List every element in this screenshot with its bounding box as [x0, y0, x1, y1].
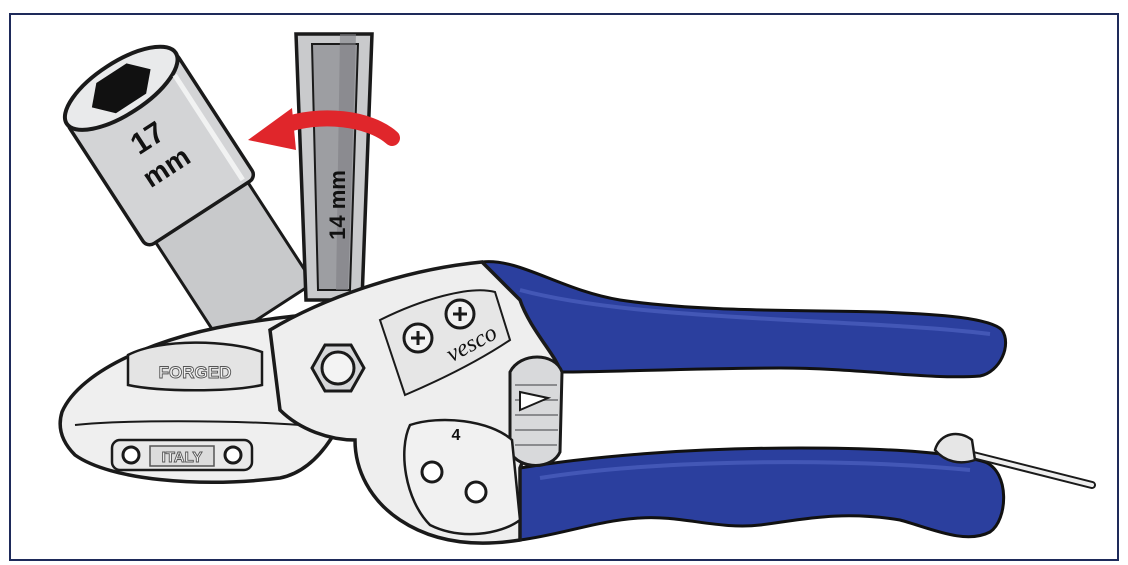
blade-stamp-italy: ITALY: [162, 449, 203, 466]
hex-nut-icon: [312, 345, 364, 391]
body-screw-1: [404, 324, 432, 352]
plate-rivet-1: [422, 462, 442, 482]
lower-handle: [520, 448, 1004, 540]
anvil-number: 4: [452, 427, 461, 444]
blade-stamp-forged: FORGED: [159, 363, 232, 382]
upper-handle: [482, 262, 1006, 377]
blade-rivet-right: [225, 447, 241, 463]
socket-17mm: 17 mm: [53, 31, 322, 348]
body-screw-2: [446, 300, 474, 328]
blade-rivet-left: [123, 447, 139, 463]
adjustment-knob: [510, 357, 562, 466]
plate-rivet-2: [466, 482, 486, 502]
wrench-size-label: 14 mm: [325, 170, 350, 240]
pruner-body: vesco 4: [270, 262, 562, 543]
